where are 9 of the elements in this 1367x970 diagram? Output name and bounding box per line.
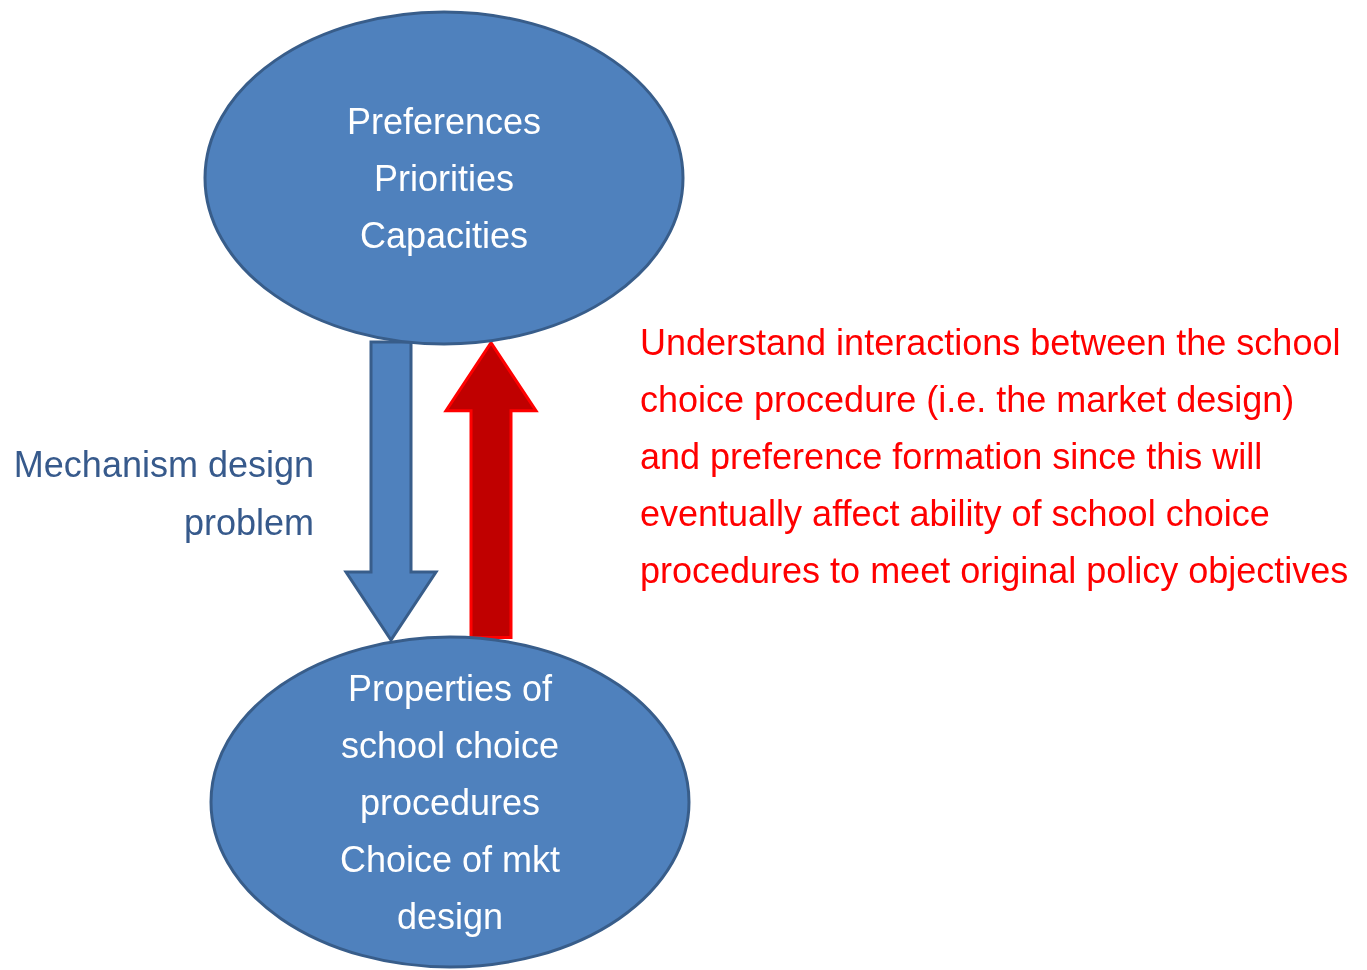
node-text: Capacities bbox=[358, 213, 530, 258]
block-arrow bbox=[343, 340, 439, 643]
node-text: Properties of school choice procedures bbox=[339, 666, 561, 825]
node-text: Priorities bbox=[373, 156, 515, 201]
edge-label: Understand interactions between the school choice procedure (i.e. the market design) and preference formation since this will eventually affect ability of school choice procedures to meet original policy objectives bbox=[640, 321, 1350, 593]
edge-label: Mechanism design problem bbox=[12, 443, 314, 545]
node-text: Preferences bbox=[345, 99, 543, 144]
block-arrow bbox=[443, 340, 539, 639]
node-text: Choice of mkt design bbox=[338, 837, 562, 939]
